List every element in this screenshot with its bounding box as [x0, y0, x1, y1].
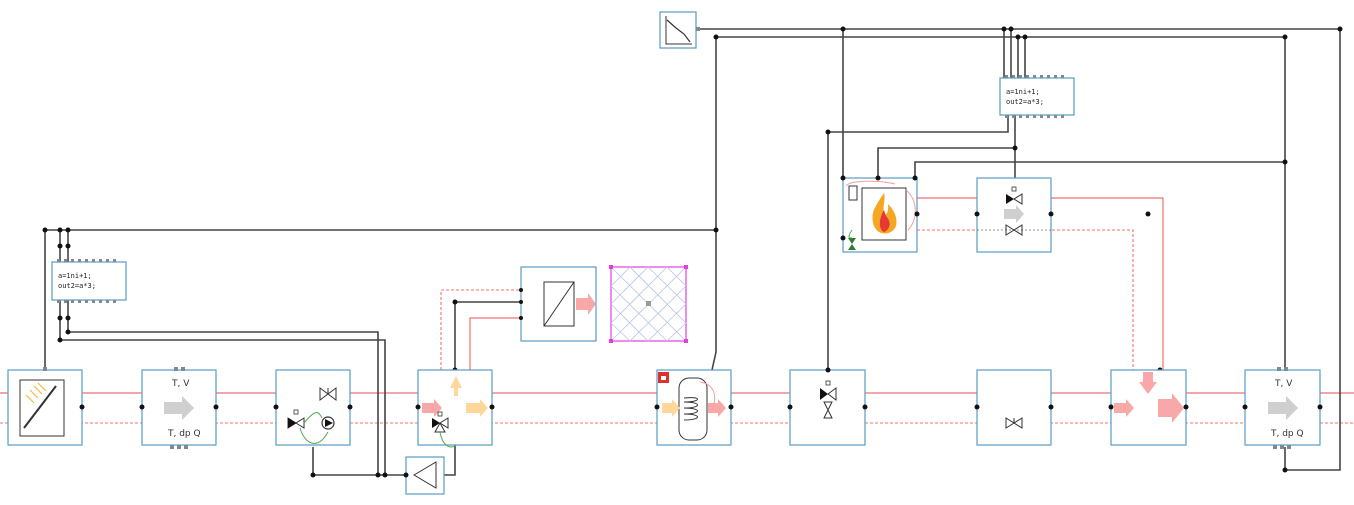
pump-valve-block[interactable] [273, 369, 353, 446]
code-line-1: a=1ni+1; [58, 272, 92, 280]
sensor-bottom-label: T, dp Q [167, 429, 201, 439]
characteristic-curve-icon [665, 16, 692, 45]
valve-icon [1005, 417, 1023, 429]
valve-icon [319, 387, 337, 401]
valve-icon [820, 380, 837, 419]
flow-arrow-icon [1004, 205, 1024, 223]
flow-arrow-icon [1158, 393, 1184, 423]
sensor-top-label: T, V [171, 379, 190, 389]
code-block-2[interactable]: a=1ni+1; out2=a*3; [999, 75, 1075, 118]
sensor-bottom-label: T, dp Q [1270, 429, 1304, 439]
sensor-top-label: T, V [1274, 379, 1293, 389]
compressor-icon [413, 461, 437, 489]
code-line-2: out2=a*3; [58, 282, 96, 290]
flow-arrow-icon [422, 399, 442, 417]
sensor-block-1[interactable]: T, V T, dp Q [139, 367, 219, 449]
heat-exchanger-icon [543, 281, 596, 327]
grid-block[interactable] [609, 265, 688, 343]
pump-icon [321, 416, 335, 430]
down-arrow-icon [1139, 372, 1157, 394]
boiler-block[interactable] [840, 175, 1164, 406]
code-block-1[interactable]: a=1ni+1; out2=a*3; [51, 259, 127, 303]
valve-icon [1006, 186, 1023, 205]
solar-collector-block[interactable] [7, 367, 85, 446]
solar-collector-icon [19, 379, 65, 437]
bypass-valve-block[interactable] [974, 177, 1054, 253]
control-valve-block[interactable] [787, 367, 868, 446]
boiler-flame-icon [845, 180, 916, 250]
flow-arrow-icon [1114, 399, 1134, 417]
wire-junctions [42, 26, 1343, 478]
storage-tank-block[interactable] [654, 369, 734, 446]
shutoff-valve-block[interactable] [974, 369, 1054, 446]
code-line-2: out2=a*3; [1006, 98, 1044, 106]
flow-arrow-icon [164, 396, 194, 420]
storage-tank-icon [662, 377, 726, 441]
green-link [439, 431, 457, 448]
green-link [299, 412, 329, 444]
compressor-block[interactable] [403, 456, 445, 495]
characteristic-curve-block[interactable] [659, 11, 700, 49]
sensor-block-2[interactable]: T, V T, dp Q [1242, 367, 1323, 449]
three-way-valve-icon [432, 411, 449, 433]
valve-icon [287, 409, 305, 429]
mixer-block[interactable] [1108, 369, 1189, 446]
flow-arrow-icon [1268, 396, 1298, 420]
three-way-valve-block[interactable] [415, 289, 522, 448]
up-arrow-icon [450, 376, 462, 396]
heat-exchanger-block[interactable] [519, 266, 597, 342]
code-line-1: a=1ni+1; [1006, 88, 1040, 96]
flow-arrow-icon [466, 399, 488, 417]
